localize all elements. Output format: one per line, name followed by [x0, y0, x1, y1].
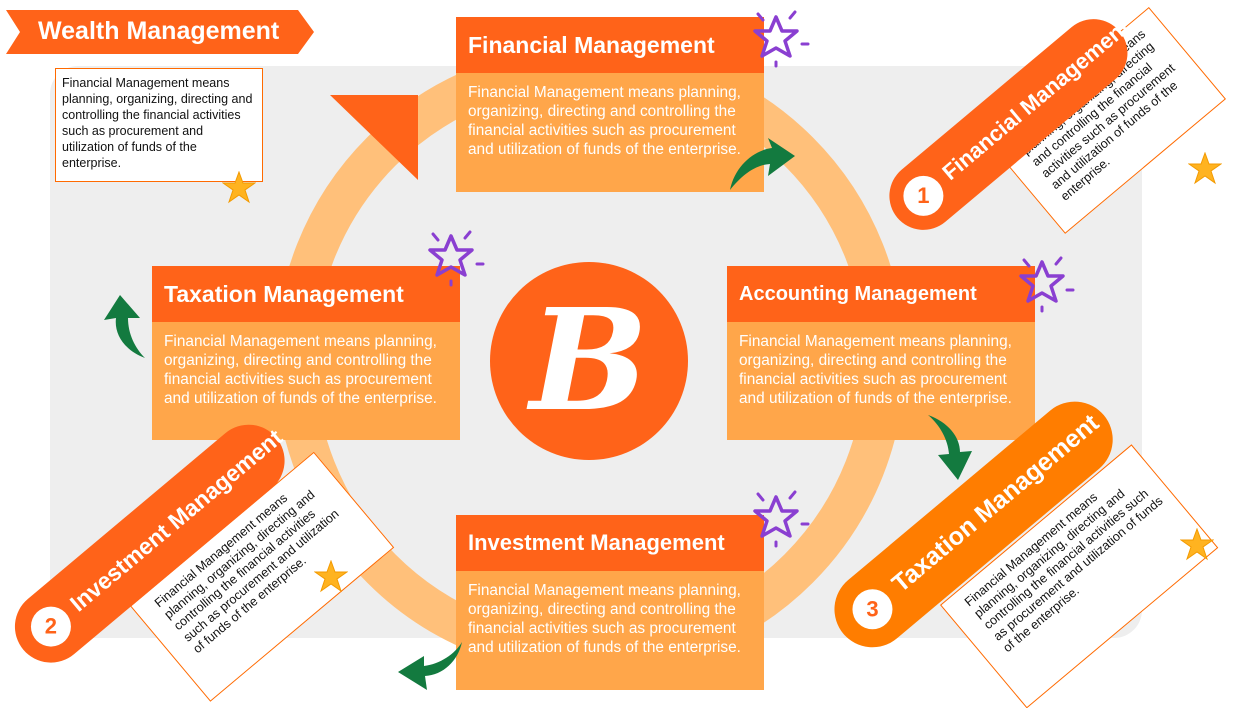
- curved-arrow-icon: [104, 295, 145, 358]
- side-item-3-number: 3: [852, 589, 893, 630]
- card-accounting-body: Financial Management means planning, org…: [739, 333, 1012, 407]
- card-financial: Financial Management Financial Managemen…: [456, 17, 764, 192]
- header-tag: Wealth Management: [6, 10, 314, 54]
- star-outline-icon: [428, 234, 474, 277]
- star-icon: [314, 560, 348, 593]
- side-item-1-number: 1: [903, 175, 944, 216]
- center-logo-letter: B: [529, 279, 649, 443]
- card-financial-title: Financial Management: [456, 17, 764, 73]
- star-icon: [1188, 152, 1222, 185]
- side-item-2-number: 2: [30, 606, 71, 647]
- card-taxation: Taxation Management Financial Management…: [152, 266, 460, 440]
- curved-arrow-icon: [928, 415, 972, 480]
- card-taxation-title: Taxation Management: [152, 266, 460, 322]
- card-investment-body: Financial Management means planning, org…: [468, 582, 741, 656]
- header-title: Wealth Management: [38, 17, 280, 45]
- card-taxation-body: Financial Management means planning, org…: [164, 333, 437, 407]
- star-icon: [1180, 528, 1214, 561]
- note-text: Financial Management means planning, org…: [62, 76, 253, 170]
- star-icon: [222, 171, 256, 204]
- star-outline-icon: [753, 15, 799, 58]
- card-financial-body: Financial Management means planning, org…: [468, 84, 741, 158]
- card-accounting-title: Accounting Management: [727, 266, 1035, 322]
- curved-arrow-icon: [730, 138, 795, 190]
- triangle-arrow-icon: [330, 95, 418, 180]
- note-box: Financial Management means planning, org…: [55, 68, 263, 182]
- card-investment: Investment Management Financial Manageme…: [456, 515, 764, 690]
- center-logo: [490, 262, 688, 460]
- curved-arrow-icon: [398, 642, 462, 690]
- card-investment-title: Investment Management: [456, 515, 764, 571]
- star-outline-icon: [753, 495, 799, 538]
- star-outline-icon: [1019, 260, 1065, 303]
- card-accounting: Accounting Management Financial Manageme…: [727, 266, 1035, 440]
